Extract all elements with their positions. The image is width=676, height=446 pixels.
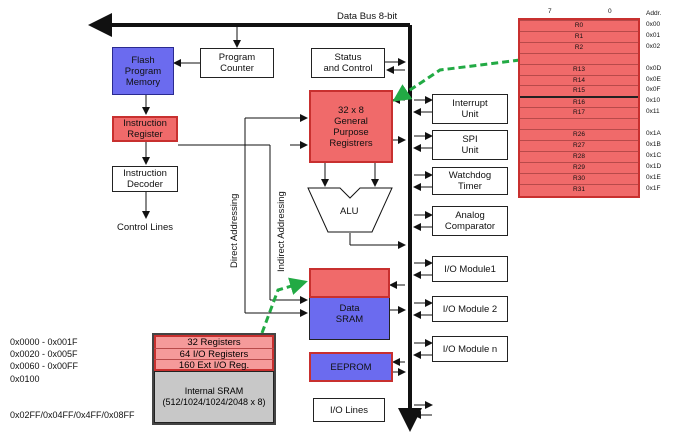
instruction-decoder: Instruction Decoder (112, 166, 178, 192)
register-addr: 0x0D (646, 64, 662, 72)
register-row: R13 (520, 63, 638, 74)
register-addr: 0x1F (646, 184, 661, 192)
data-bus-label: Data Bus 8-bit (337, 11, 398, 22)
alu-label: ALU (340, 206, 359, 217)
spi-unit: SPI Unit (432, 130, 508, 160)
memory-map: 32 Registers 64 I/O Registers 160 Ext I/… (152, 333, 276, 425)
data-sram-register-area (309, 268, 390, 298)
addr-range-1: 0x0020 - 0x005F (10, 349, 78, 359)
register-addr: 0x1A (646, 130, 661, 137)
status-and-control: Status and Control (311, 48, 385, 78)
alu-shape (307, 187, 393, 233)
register-row: R15 (520, 85, 638, 95)
watchdog-timer: Watchdog Timer (432, 167, 508, 195)
register-addr: 0x1C (646, 151, 662, 159)
memory-row-ext-io: 160 Ext I/O Reg. (154, 359, 274, 371)
io-lines: I/O Lines (313, 398, 385, 422)
register-addr: 0x01 (646, 31, 661, 39)
register-addr: 0x1B (646, 140, 661, 148)
bit-low-label: 0 (608, 8, 612, 15)
register-addr: 0x11 (646, 108, 660, 116)
register-row: R26 (520, 129, 638, 139)
internal-sram: Internal SRAM (512/1024/1024/2048 x 8) (154, 371, 274, 423)
register-addr: 0x0E (646, 75, 661, 83)
io-module-n: I/O Module n (432, 336, 508, 362)
program-counter: Program Counter (200, 48, 274, 78)
addr-range-0: 0x0000 - 0x001F (10, 337, 78, 347)
register-row: R14 (520, 74, 638, 85)
register-row: R1 (520, 30, 638, 41)
analog-comparator: Analog Comparator (432, 206, 508, 236)
register-row: R29 (520, 161, 638, 172)
flash-program-memory: Flash Program Memory (112, 47, 174, 95)
callout-sram (260, 277, 308, 334)
register-row: R31 (520, 183, 638, 194)
eeprom: EEPROM (309, 352, 393, 382)
register-addr: 0x0F (646, 86, 661, 94)
register-row: R16 (520, 96, 638, 106)
register-row: R27 (520, 139, 638, 150)
io-module-1: I/O Module1 (432, 256, 508, 282)
register-row: R17 (520, 107, 638, 117)
control-lines-label: Control Lines (117, 222, 173, 233)
direct-addressing-label: Direct Addressing (229, 193, 240, 268)
addr-range-4: 0x02FF/0x04FF/0x4FF/0x08FF (10, 410, 135, 420)
register-row (520, 118, 638, 128)
callout-registers (392, 58, 521, 102)
io-module-2: I/O Module 2 (432, 296, 508, 322)
register-row: R28 (520, 150, 638, 161)
general-purpose-registers: 32 x 8 General Purpose Registrers (309, 90, 393, 163)
indirect-addressing-label: Indirect Addressing (276, 191, 287, 272)
register-row: R2 (520, 41, 638, 52)
memory-row-registers: 32 Registers (187, 337, 241, 348)
register-row (520, 52, 638, 63)
addr-range-3: 0x0100 (10, 374, 40, 384)
addr-range-2: 0x0060 - 0x00FF (10, 361, 79, 371)
register-addr: 0x00 (646, 21, 661, 28)
register-addr: 0x02 (646, 42, 661, 50)
addr-header: Addr. (646, 10, 662, 17)
register-addr: 0x1D (646, 162, 662, 170)
register-row: R30 (520, 172, 638, 183)
register-addr: 0x10 (646, 97, 661, 105)
bit-high-label: 7 (548, 8, 552, 15)
interrupt-unit: Interrupt Unit (432, 94, 508, 124)
register-addr: 0x1E (646, 173, 661, 181)
memory-row-io-registers: 64 I/O Registers (154, 348, 274, 360)
register-row: R0 (520, 20, 638, 30)
instruction-register: Instruction Register (112, 116, 178, 142)
